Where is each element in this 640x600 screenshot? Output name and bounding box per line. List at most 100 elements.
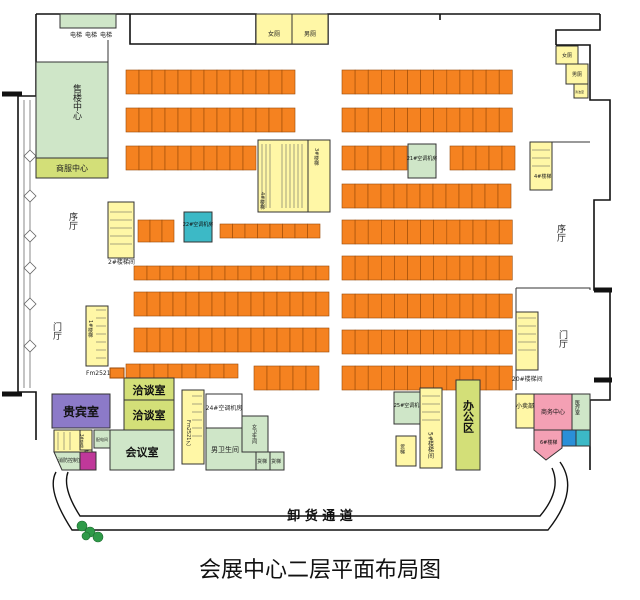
stair-1-label: 1#楼梯 [87, 320, 93, 339]
booth [203, 69, 218, 95]
booth [244, 223, 258, 239]
booth [125, 107, 140, 133]
booth [420, 255, 435, 281]
f6-room [533, 429, 563, 461]
stair-5-label: 5#楼梯间 [427, 432, 434, 460]
booth [138, 69, 153, 95]
booth [433, 365, 448, 391]
booth [498, 219, 513, 245]
stair-2-steps [110, 211, 132, 245]
booth [472, 69, 487, 95]
booth [302, 291, 317, 317]
fm-left-label: Fm2521乙 [86, 370, 117, 377]
booth [459, 329, 474, 355]
columns-left [23, 149, 37, 353]
storage-3-box [395, 435, 417, 467]
booth [190, 69, 205, 95]
booth [407, 293, 421, 319]
shop-center-room [35, 157, 109, 179]
booth [151, 69, 166, 95]
storage-2-label: 货梯 [271, 458, 281, 465]
booth [394, 365, 408, 391]
booth [446, 293, 461, 319]
booth [211, 291, 226, 317]
meeting-room [109, 429, 175, 471]
booth [177, 107, 192, 133]
booth [250, 265, 265, 281]
cleaning-right-label: 清洁室 [575, 89, 584, 94]
booth [406, 183, 421, 209]
booth [266, 365, 281, 391]
booth [367, 365, 382, 391]
booth [159, 291, 174, 317]
office-area [455, 379, 481, 471]
booth [237, 327, 252, 353]
booth [407, 255, 421, 281]
booth [133, 265, 148, 281]
stair-20-block [515, 311, 539, 371]
booth [485, 365, 500, 391]
apron [52, 461, 569, 531]
booth [341, 183, 356, 209]
booth [407, 107, 421, 133]
booth [177, 145, 192, 171]
booth [185, 327, 200, 353]
booth [432, 183, 447, 209]
booth [354, 219, 369, 245]
booth [354, 69, 369, 95]
booth [393, 183, 408, 209]
booth [282, 223, 296, 239]
ticket-center-label: 售楼中心 [71, 83, 82, 120]
ac-21-room [407, 143, 437, 179]
booth [164, 107, 179, 133]
booth [341, 107, 356, 133]
booth [216, 69, 231, 95]
booth [250, 291, 265, 317]
booth [198, 327, 213, 353]
booth [354, 145, 369, 171]
wc-female-bottom [241, 415, 269, 453]
booth [485, 107, 500, 133]
booth [394, 107, 408, 133]
stair-3b-label: 3#楼梯 [80, 434, 85, 448]
booth [203, 107, 218, 133]
booth [485, 255, 500, 281]
booth [190, 107, 205, 133]
ac-25-label: 25#空调机房 [394, 402, 425, 409]
booth [471, 183, 486, 209]
booth [380, 69, 395, 95]
kiosk-label: 小卖部 [516, 402, 534, 410]
fire-control-label: 消防控制室 [58, 457, 83, 464]
booth [138, 107, 153, 133]
booth [394, 293, 408, 319]
nego-2-label: 洽谈室 [133, 408, 166, 422]
medical-label: 医疗室 [574, 400, 580, 415]
wc-female-right-label: 女厕 [562, 52, 572, 59]
booth [367, 329, 382, 355]
booth [223, 363, 239, 379]
booth [446, 329, 461, 355]
booth [367, 69, 382, 95]
nego-room-2 [123, 399, 175, 431]
booth [420, 293, 435, 319]
booth [229, 145, 244, 171]
booth [420, 219, 435, 245]
stair-1-steps [96, 309, 106, 359]
booth [367, 145, 382, 171]
booth [279, 365, 294, 391]
booth [139, 363, 155, 379]
stair-4-right-steps [532, 149, 550, 167]
booth [380, 145, 395, 171]
kiosk-room [515, 393, 535, 429]
booth [394, 219, 408, 245]
booth [257, 223, 271, 239]
booth [367, 255, 382, 281]
booth [394, 69, 408, 95]
booth [242, 107, 257, 133]
elevator-1-label: 电梯 [70, 31, 82, 39]
booth [146, 291, 161, 317]
booth [485, 293, 500, 319]
magenta-block [79, 451, 97, 471]
booth [354, 329, 369, 355]
